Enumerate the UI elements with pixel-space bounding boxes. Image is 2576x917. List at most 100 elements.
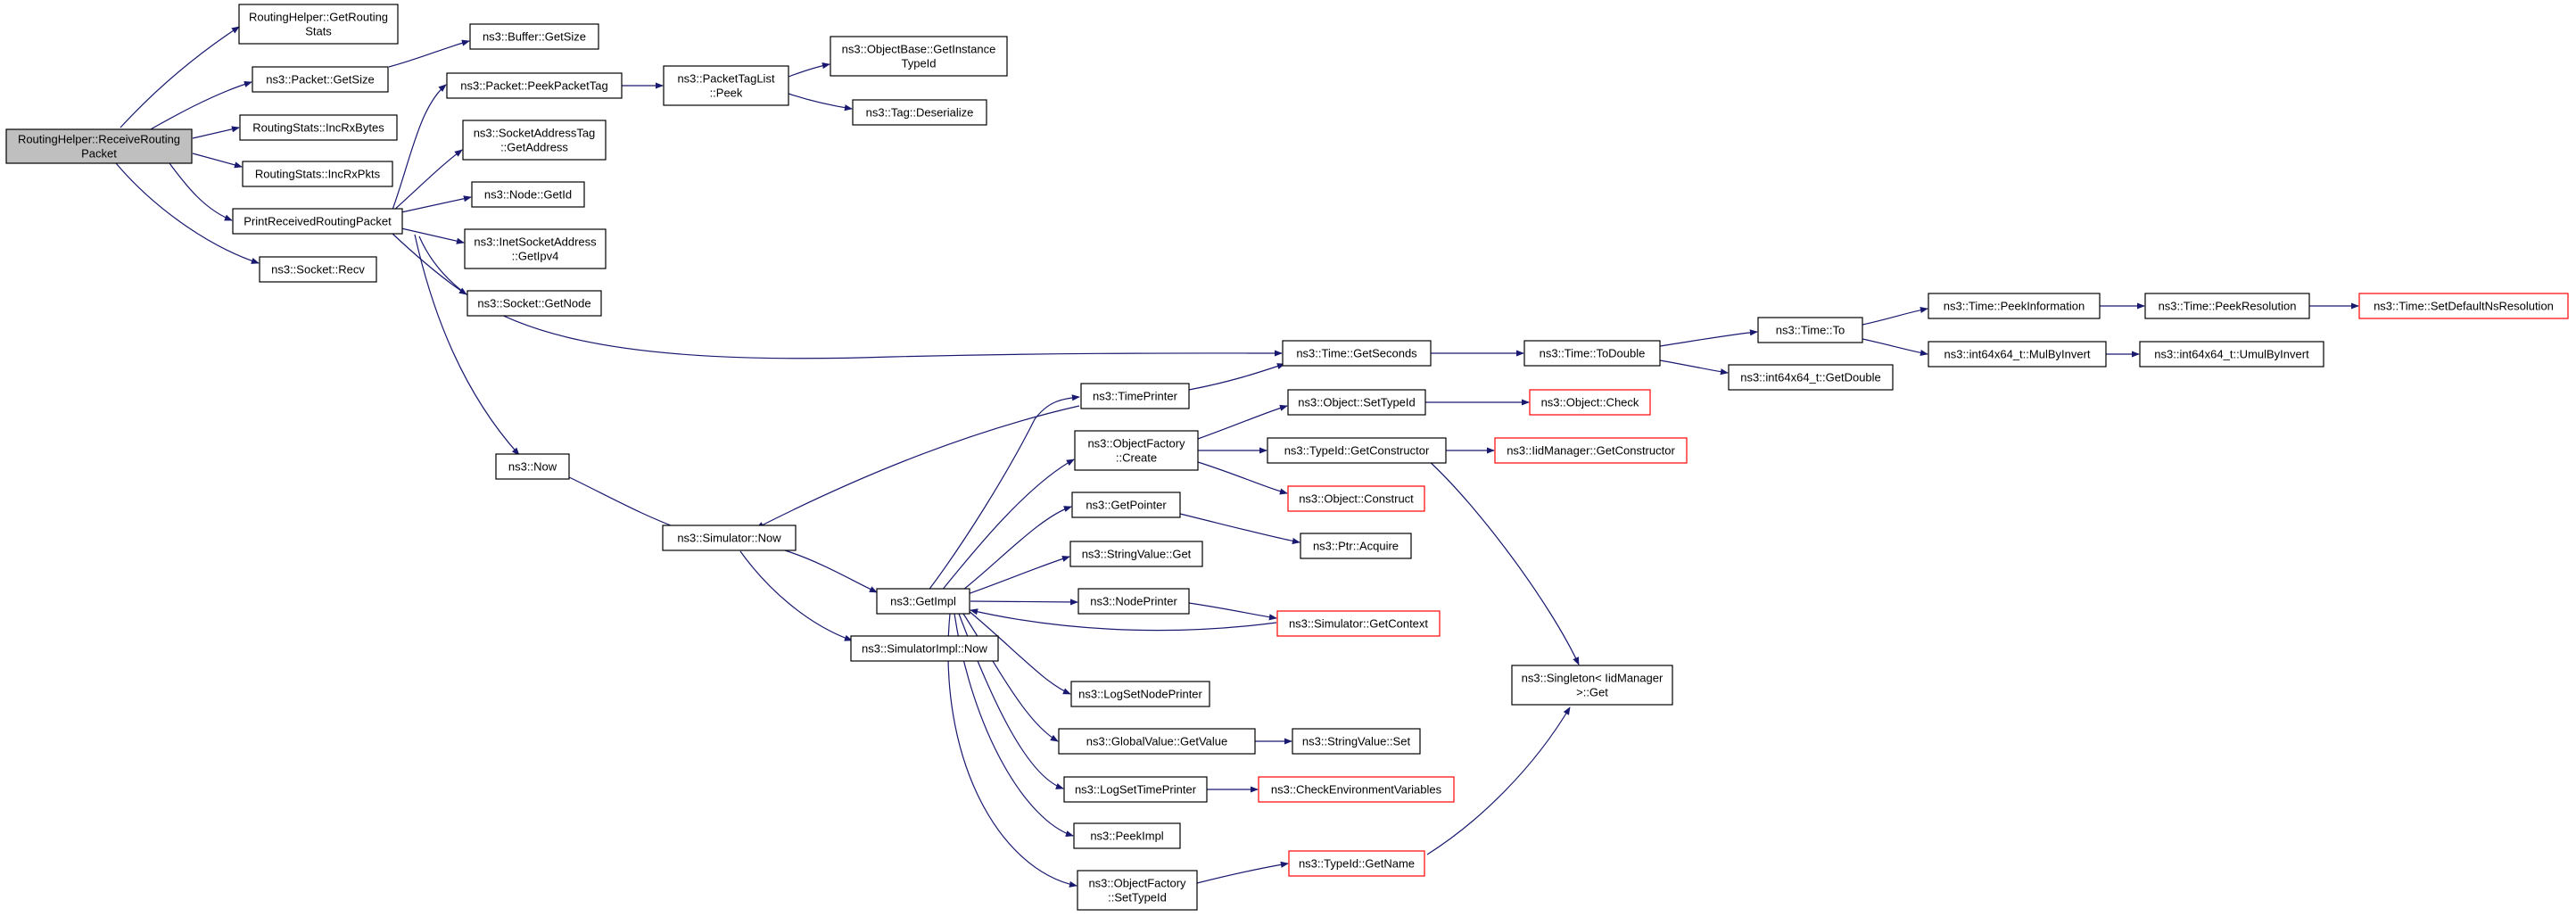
edge-n27-n38 [947, 613, 1077, 888]
node-int64x64-umulbyinvert[interactable]: ns3::int64x64_t::UmulByInvert [2139, 341, 2324, 368]
edge-n27-n33 [970, 599, 1078, 606]
node-objectfactory-settypeid[interactable]: ns3::ObjectFactory::SetTypeId [1077, 870, 1198, 911]
node-buffer-getsize[interactable]: ns3::Buffer::GetSize [469, 23, 599, 50]
node-now[interactable]: ns3::Now [495, 453, 570, 480]
edge-n5-n10 [400, 195, 472, 213]
node-objectfactory-create[interactable]: ns3::ObjectFactory::Create [1074, 430, 1199, 471]
node-nodeprinter[interactable]: ns3::NodePrinter [1077, 588, 1190, 615]
node-int64x64-mulbyinvert[interactable]: ns3::int64x64_t::MulByInvert [1928, 341, 2107, 368]
edge-n13-n14 [788, 62, 830, 78]
node-label: ns3::Object::Check [1541, 396, 1639, 409]
edge-n17-n19 [1659, 359, 1729, 376]
node-label: ns3::ObjectFactory [1087, 437, 1185, 450]
edge-n26-n27 [784, 549, 878, 593]
edge-n18-n21 [1862, 338, 1928, 357]
node-logsettimeprinter[interactable]: ns3::LogSetTimePrinter [1063, 776, 1208, 803]
node-label: ns3::GetPointer [1086, 499, 1167, 512]
node-label: ns3::SimulatorImpl::Now [862, 642, 987, 656]
node-checkenvironmentvariables[interactable]: ns3::CheckEnvironmentVariables [1258, 776, 1455, 803]
node-int64x64-getdouble[interactable]: ns3::int64x64_t::GetDouble [1728, 364, 1894, 391]
edge-n5-n25 [414, 234, 520, 456]
node-time-getseconds[interactable]: ns3::Time::GetSeconds [1282, 340, 1432, 367]
node-timeprinter[interactable]: ns3::TimePrinter [1080, 383, 1190, 409]
edge-n29-n16 [1188, 363, 1285, 391]
node-simulator-getcontext[interactable]: ns3::Simulator::GetContext [1276, 610, 1441, 637]
node-logsetnodeprinter[interactable]: ns3::LogSetNodePrinter [1070, 681, 1210, 707]
node-singleton-iidmanager-get[interactable]: ns3::Singleton< IidManager>::Get [1511, 665, 1673, 706]
node-printreceivedroutingpacket[interactable]: PrintReceivedRoutingPacket [232, 208, 403, 235]
node-packet-peekpackettag[interactable]: ns3::Packet::PeekPacketTag [446, 72, 623, 99]
edge-n17-n18 [1659, 329, 1758, 347]
node-socket-getnode[interactable]: ns3::Socket::GetNode [466, 290, 602, 317]
node-label: ::GetIpv4 [512, 250, 559, 263]
edges [115, 26, 2359, 888]
node-routingstats-incrxbytes[interactable]: RoutingStats::IncRxBytes [239, 114, 398, 141]
edge-n26-n28 [739, 550, 853, 641]
node-routingstats-incrxpkts[interactable]: RoutingStats::IncRxPkts [242, 161, 393, 187]
node-label: ::Peek [710, 87, 743, 100]
node-label: ns3::StringValue::Set [1302, 735, 1411, 748]
node-simulator-now[interactable]: ns3::Simulator::Now [662, 525, 797, 551]
node-packet-getsize[interactable]: ns3::Packet::GetSize [252, 66, 389, 93]
edge-n0-n1 [120, 26, 240, 128]
node-stringvalue-set[interactable]: ns3::StringValue::Set [1292, 728, 1421, 755]
node-packettaglist-peek[interactable]: ns3::PacketTagList::Peek [663, 65, 789, 106]
node-simulatorimpl-now[interactable]: ns3::SimulatorImpl::Now [850, 635, 999, 662]
edge-n27-n34 [967, 609, 1071, 695]
node-time-todouble[interactable]: ns3::Time::ToDouble [1523, 340, 1661, 367]
node-label: ns3::Ptr::Acquire [1313, 540, 1399, 553]
node-label: ns3::LogSetTimePrinter [1075, 783, 1197, 797]
node-globalvalue-getvalue[interactable]: ns3::GlobalValue::GetValue [1058, 728, 1256, 755]
node-stringvalue-get[interactable]: ns3::StringValue::Get [1069, 541, 1203, 567]
node-label: ns3::LogSetNodePrinter [1078, 688, 1202, 701]
node-socket-recv[interactable]: ns3::Socket::Recv [259, 256, 377, 283]
edge-n29-n26 [755, 405, 1080, 529]
node-label: TypeId [901, 57, 936, 70]
node-label: Packet [81, 147, 117, 161]
edge-n46-n49 [1426, 706, 1571, 855]
node-label: ns3::TypeId::GetConstructor [1284, 444, 1430, 458]
node-tag-deserialize[interactable]: ns3::Tag::Deserialize [852, 99, 987, 126]
node-label: Stats [305, 25, 332, 38]
node-label: ns3::Object::Construct [1299, 492, 1414, 506]
node-typeid-getconstructor[interactable]: ns3::TypeId::GetConstructor [1267, 437, 1447, 464]
edge-n31-n42 [1179, 513, 1300, 545]
edge-n27-n31 [958, 506, 1072, 594]
node-socketaddresstag-getaddress[interactable]: ns3::SocketAddressTag::GetAddress [462, 120, 607, 161]
edge-n2-n7 [388, 39, 470, 68]
edge-n33-n43 [1188, 602, 1277, 621]
node-ptr-acquire[interactable]: ns3::Ptr::Acquire [1300, 533, 1412, 559]
node-label: ns3::Time::ToDouble [1540, 347, 1646, 360]
node-peekimpl[interactable]: ns3::PeekImpl [1073, 822, 1181, 849]
node-object-construct[interactable]: ns3::Object::Construct [1287, 485, 1425, 512]
node-label: ns3::Packet::PeekPacketTag [460, 79, 607, 93]
node-label: ns3::NodePrinter [1090, 595, 1177, 608]
node-time-to[interactable]: ns3::Time::To [1757, 317, 1863, 343]
node-time-setdefaultnsresolution[interactable]: ns3::Time::SetDefaultNsResolution [2358, 293, 2569, 319]
node-label: ns3::Time::GetSeconds [1296, 347, 1417, 360]
node-object-check[interactable]: ns3::Object::Check [1529, 389, 1651, 416]
node-label: ns3::Time::To [1776, 324, 1845, 337]
node-label: RoutingStats::IncRxBytes [252, 121, 384, 135]
edge-n5-n11 [400, 227, 465, 244]
node-label: ns3::CheckEnvironmentVariables [1271, 783, 1442, 797]
node-label: ns3::PacketTagList [677, 72, 775, 86]
node-iidmanager-getconstructor[interactable]: ns3::IidManager::GetConstructor [1494, 437, 1688, 464]
node-inetsocketaddress-getipv4[interactable]: ns3::InetSocketAddress::GetIpv4 [464, 228, 607, 269]
node-object-settypeid[interactable]: ns3::Object::SetTypeId [1287, 389, 1426, 416]
edge-n30-n41 [1197, 461, 1288, 495]
edge-n27-n29 [927, 394, 1080, 592]
node-label: ns3::Time::SetDefaultNsResolution [2374, 300, 2554, 313]
node-time-peekinformation[interactable]: ns3::Time::PeekInformation [1928, 293, 2101, 319]
node-node-getid[interactable]: ns3::Node::GetId [471, 181, 585, 208]
edge-n13-n15 [788, 93, 853, 112]
node-getpointer[interactable]: ns3::GetPointer [1071, 492, 1181, 518]
node-typeid-getname[interactable]: ns3::TypeId::GetName [1288, 850, 1425, 877]
node-getimpl[interactable]: ns3::GetImpl [876, 588, 970, 615]
edge-n0-n5 [169, 162, 233, 221]
node-time-peekresolution[interactable]: ns3::Time::PeekResolution [2144, 293, 2310, 319]
